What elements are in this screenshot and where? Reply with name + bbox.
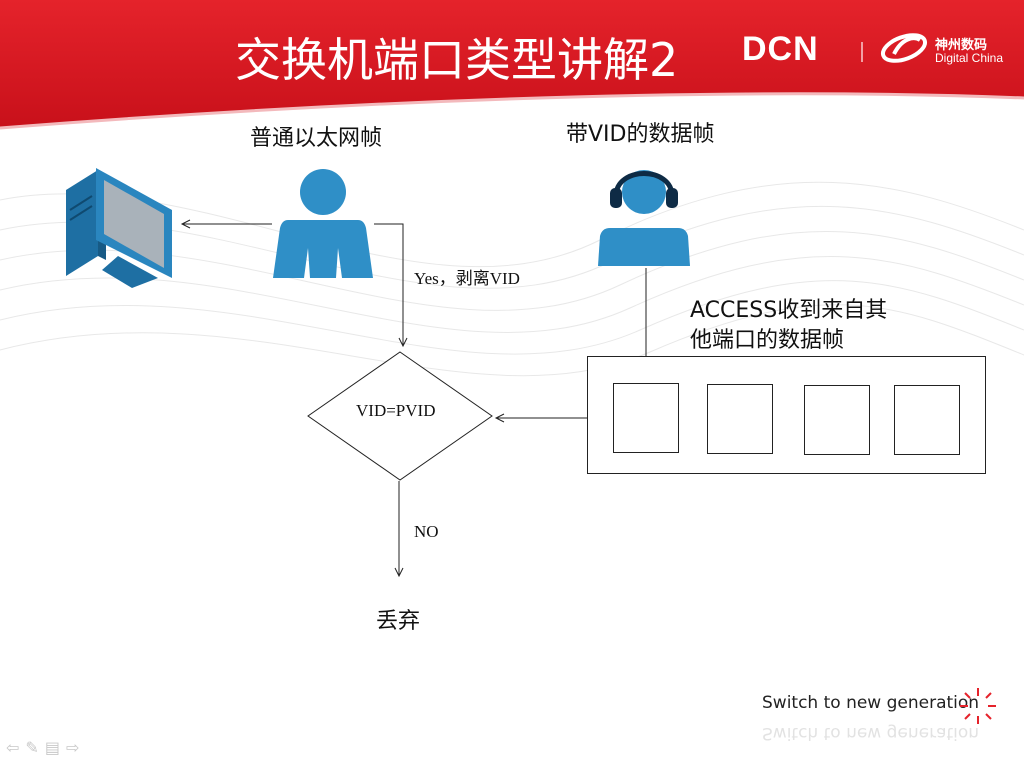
access-label: ACCESS收到来自其 他端口的数据帧 [690, 296, 887, 356]
switch-port [804, 385, 870, 455]
person-icon [273, 169, 373, 278]
brand-cn-name: 神州数码 [935, 38, 988, 53]
yes-label: Yes，剥离VID [414, 269, 520, 288]
computer-icon [66, 168, 172, 288]
access-label-line2: 他端口的数据帧 [690, 328, 845, 353]
right-frame-label: 带VID的数据帧 [566, 122, 715, 147]
menu-icon[interactable]: ▤ [44, 738, 66, 757]
prev-nav-icon[interactable]: ⇦ [6, 738, 26, 757]
discard-label: 丢弃 [376, 609, 421, 634]
headset-person-icon [598, 170, 690, 266]
brand-en-name: Digital China [935, 51, 1004, 65]
switch-port [707, 384, 773, 454]
access-label-line1: ACCESS收到来自其 [690, 298, 888, 323]
switch-port [894, 385, 960, 455]
dcn-logo: DCN [742, 30, 819, 68]
switch-port [613, 383, 679, 453]
pen-icon[interactable]: ✎ [25, 738, 45, 757]
tagline: Switch to new generation [762, 693, 980, 713]
slide-title: 交换机端口类型讲解2 [235, 33, 679, 87]
left-frame-label: 普通以太网帧 [250, 126, 383, 151]
decision-diamond [307, 351, 493, 481]
digital-china-logo-mark [880, 33, 928, 63]
next-nav-icon[interactable]: ⇨ [65, 738, 86, 757]
sparkle-icon [960, 688, 996, 724]
tagline-reflection: Switch to new generation [762, 723, 980, 743]
decision-text: VID=PVID [356, 401, 436, 420]
switch-box [587, 356, 986, 474]
header-band [0, 0, 1024, 130]
slideshow-nav: ⇦✎▤⇨ [6, 738, 85, 757]
no-label: NO [414, 522, 439, 541]
